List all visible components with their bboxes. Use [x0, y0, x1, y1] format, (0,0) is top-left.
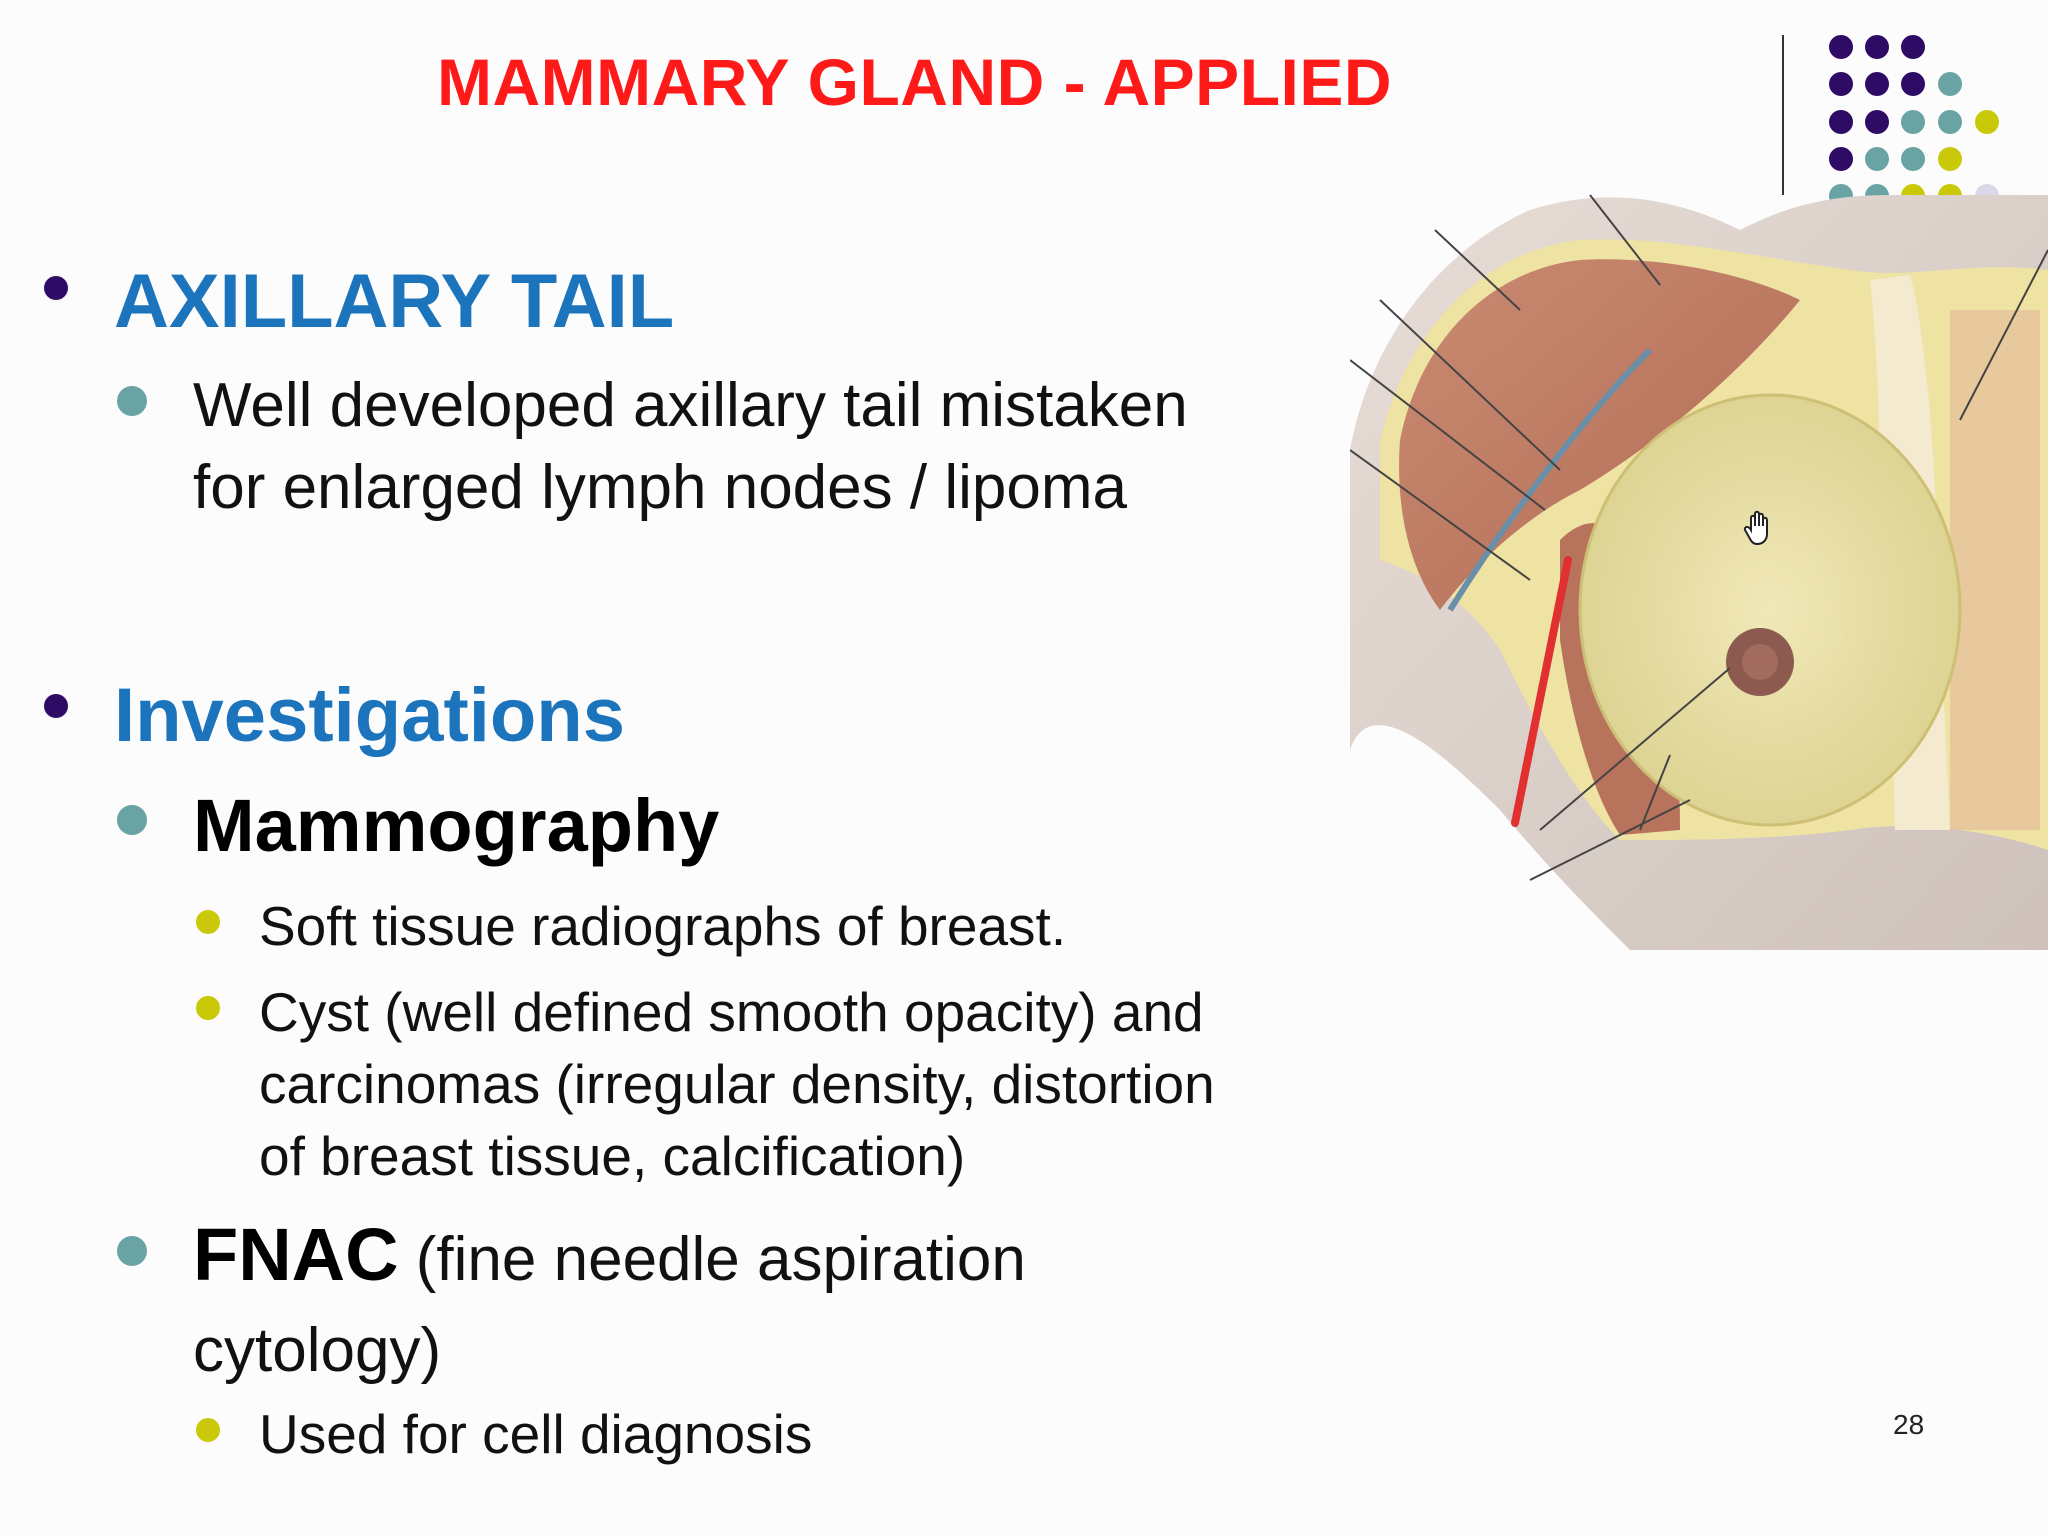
mammo-point1: Soft tissue radiographs of breast.: [259, 895, 1067, 957]
label-mammography: Mammography: [193, 784, 720, 867]
fnac-desc-line1: (fine needle aspiration: [415, 1225, 1026, 1294]
bullet-axillary-point: [117, 386, 147, 416]
bullet-investigations: [44, 694, 68, 718]
axillary-point-line1: Well developed axillary tail mistaken: [193, 371, 1188, 440]
title-divider: [1782, 35, 1784, 195]
mammo-point2-line2: carcinomas (irregular density, distortio…: [259, 1053, 1215, 1115]
axillary-point-line2: for enlarged lymph nodes / lipoma: [193, 453, 1127, 522]
slide-title: MAMMARY GLAND - APPLIED: [437, 45, 1393, 119]
fnac-point1: Used for cell diagnosis: [259, 1403, 813, 1465]
mammo-point2-line3: of breast tissue, calcification): [259, 1125, 966, 1187]
fnac-desc-line2: cytology): [193, 1316, 442, 1385]
label-fnac: FNAC: [193, 1213, 399, 1296]
bullet-mammo-point1: [196, 910, 220, 934]
fnac-line1: FNAC (fine needle aspiration: [193, 1214, 1026, 1301]
bullet-mammo-point2: [196, 996, 220, 1020]
bullet-mammography: [117, 805, 147, 835]
bullet-axillary-tail: [44, 276, 68, 300]
bullet-fnac-point1: [196, 1418, 220, 1442]
heading-investigations: Investigations: [114, 673, 625, 758]
heading-axillary-tail: AXILLARY TAIL: [114, 259, 675, 344]
bullet-fnac: [117, 1236, 147, 1266]
page-number: 28: [1893, 1409, 1925, 1440]
mammo-point2-line1: Cyst (well defined smooth opacity) and: [259, 981, 1204, 1043]
breast-anatomy-illustration: [1350, 194, 2048, 950]
hand-cursor-icon: [1743, 510, 1768, 546]
